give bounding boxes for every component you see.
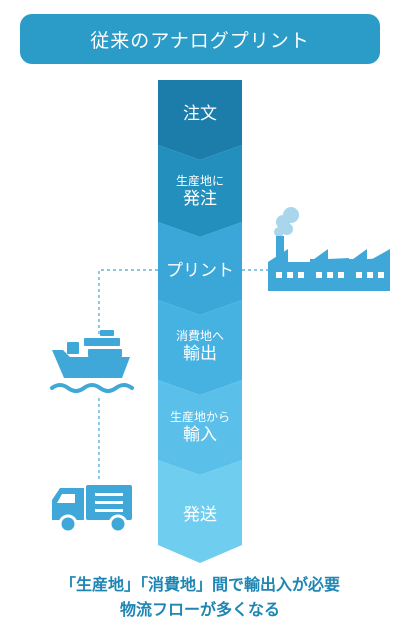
step-text: 生産地から: [169, 410, 230, 424]
step-label-order: 注文: [158, 104, 242, 125]
step-text: 発注: [183, 189, 217, 209]
flow-step-3: [158, 300, 242, 395]
flow-step-5: [158, 460, 242, 563]
step-text: プリント: [166, 261, 234, 281]
step-label-import: 生産地から 輸入: [158, 410, 242, 446]
title-text: 従来のアナログプリント: [90, 29, 310, 52]
step-text: 輸出: [183, 344, 217, 364]
connector-lines: [98, 269, 268, 480]
flow-step-2: [158, 222, 242, 315]
connector-ship-truck: [98, 269, 158, 480]
step-label-export: 消費地へ 輸出: [158, 329, 242, 365]
step-label-print: プリント: [158, 261, 242, 282]
step-text: 注文: [183, 104, 217, 124]
step-label-ship: 発送: [158, 505, 242, 526]
flow-step-0: [158, 80, 242, 160]
flow-step-1: [158, 145, 242, 237]
ship-icon: [50, 330, 134, 393]
step-text: 消費地へ: [175, 329, 224, 343]
step-text: 発送: [183, 505, 217, 525]
flow-step-4: [158, 380, 242, 475]
title-banner: 従来のアナログプリント: [20, 14, 380, 64]
step-text: 生産地に: [175, 174, 224, 188]
flow-segments: [158, 80, 242, 563]
caption-line-1: 「生産地」「消費地」間で輸出入が必要: [59, 575, 340, 594]
truck-icon: [52, 485, 132, 534]
caption-line-2: 物流フローが多くなる: [119, 600, 280, 619]
step-text: 輸入: [183, 425, 217, 445]
factory-icon: [268, 207, 390, 291]
step-label-production-order: 生産地に 発注: [158, 174, 242, 210]
